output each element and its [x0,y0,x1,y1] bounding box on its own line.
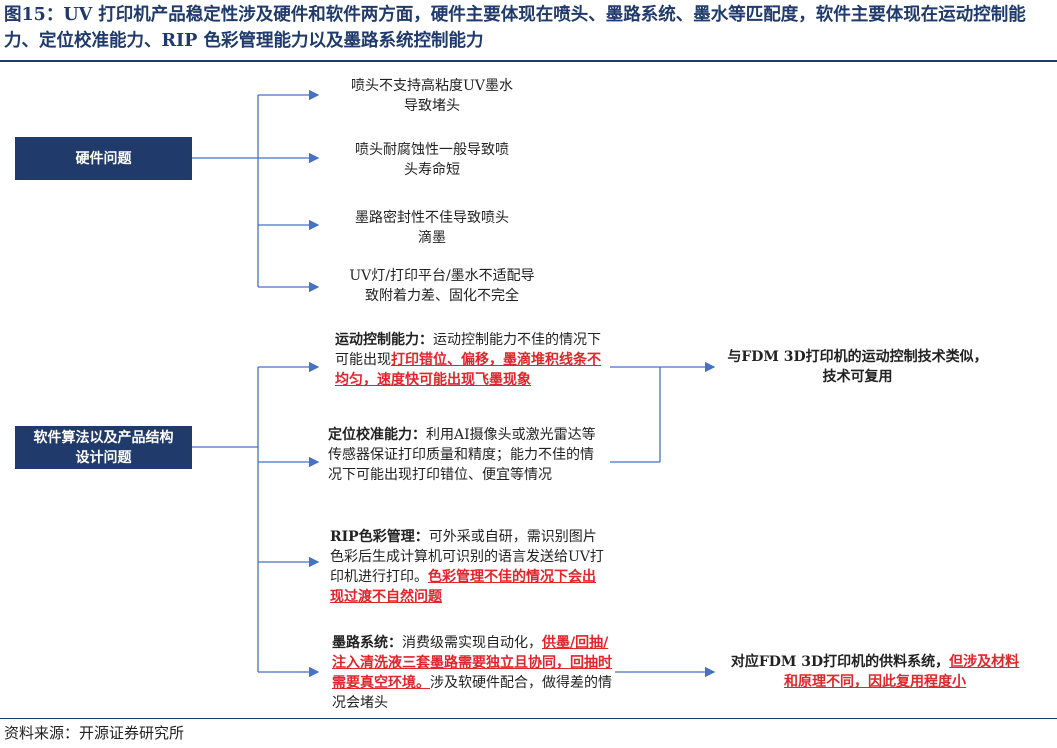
software-item-calibration: 定位校准能力：利用AI摄像头或激光雷达等传感器保证打印质量和精度；能力不佳的情况… [328,425,604,485]
conclusion-ink-text: 对应FDM 3D打印机的供料系统， [730,654,950,670]
hardware-item-4-line1: UV灯/打印平台/墨水不适配导 [349,268,535,284]
title-divider [0,60,1057,62]
software-item-ink-text: 消费级需实现自动化， [402,635,542,651]
hardware-box: 硬件问题 [15,137,192,180]
software-item-rip: RIP色彩管理：可外采或自研，需识别图片色彩后生成计算机可识别的语言发送给UV打… [330,527,606,607]
software-item-ink-text2: 涉及软硬件配合，做得差的情况会堵头 [332,675,612,711]
software-item-motion-text: 运动控制能力不佳的情况下可能出现 [335,332,601,368]
conclusion-ink: 对应FDM 3D打印机的供料系统，但涉及材料和原理不同，因此复用程度小 [725,652,1025,692]
software-item-calibration-text: 利用AI摄像头或激光雷达等传感器保证打印质量和精度；能力不佳的情况下可能出现打印… [328,427,596,483]
hardware-item-2-line2: 头寿命短 [404,162,460,178]
software-item-rip-head: RIP色彩管理： [330,529,429,545]
software-item-ink-red: 供墨/回抽/注入清洗液三套墨路需要独立且协同，回抽时需要真空环境。 [332,635,612,691]
software-item-motion-head: 运动控制能力： [335,332,433,348]
software-item-ink: 墨路系统：消费级需实现自动化，供墨/回抽/注入清洗液三套墨路需要独立且协同，回抽… [332,633,612,713]
hardware-item-3: 墨路密封性不佳导致喷头 滴墨 [322,208,542,248]
software-label: 软件算法以及产品结构设计问题 [33,429,174,466]
source-note: 资料来源：开源证券研究所 [4,724,185,742]
hardware-label: 硬件问题 [75,150,132,167]
software-item-motion-red: 打印错位、偏移，墨滴堆积线条不均匀，速度快可能出现飞墨现象 [335,352,601,388]
conclusion-ink-red: 但涉及材料和原理不同，因此复用程度小 [784,654,1020,690]
hardware-item-3-line1: 墨路密封性不佳导致喷头 [355,210,509,226]
software-item-motion: 运动控制能力：运动控制能力不佳的情况下可能出现打印错位、偏移，墨滴堆积线条不均匀… [335,330,605,390]
hardware-item-3-line2: 滴墨 [418,230,446,246]
hardware-item-1-line1: 喷头不支持高粘度UV墨水 [351,78,513,94]
software-item-rip-text: 可外采或自研，需识别图片色彩后生成计算机可识别的语言发送给UV打印机进行打印。 [330,529,604,585]
hardware-item-1-line2: 导致堵头 [404,98,460,114]
software-item-rip-red: 色彩管理不佳的情况下会出现过渡不自然问题 [330,569,596,605]
footer-divider [0,718,1057,719]
hardware-item-1: 喷头不支持高粘度UV墨水 导致堵头 [322,76,542,116]
hardware-item-4: UV灯/打印平台/墨水不适配导 致附着力差、固化不完全 [322,266,562,306]
conclusion-motion: 与FDM 3D打印机的运动控制技术类似，技术可复用 [725,347,990,387]
hardware-item-2-line1: 喷头耐腐蚀性一般导致喷 [355,142,509,158]
conclusion-motion-text: 与FDM 3D打印机的运动控制技术类似，技术可复用 [727,349,988,385]
hardware-item-4-line2: 致附着力差、固化不完全 [365,288,519,304]
software-box: 软件算法以及产品结构设计问题 [15,426,192,469]
software-item-calibration-head: 定位校准能力： [328,427,426,443]
figure-title: 图15：UV 打印机产品稳定性涉及硬件和软件两方面，硬件主要体现在喷头、墨路系统… [4,5,1026,51]
hardware-item-2: 喷头耐腐蚀性一般导致喷 头寿命短 [322,140,542,180]
software-item-ink-head: 墨路系统： [332,635,402,651]
